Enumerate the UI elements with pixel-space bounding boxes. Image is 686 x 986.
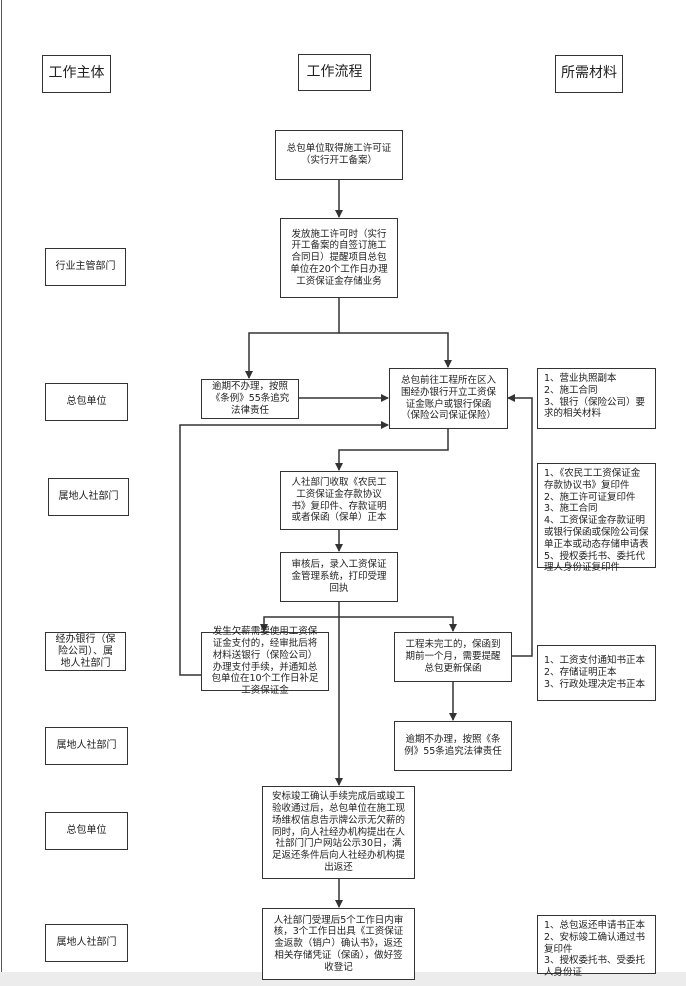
arrow-s4-s5 (335, 428, 449, 471)
arrow-s7-loop-s4 (179, 421, 389, 676)
materials-hr-collect: 1、《农民工工资保证金 存款协议书》复印件 2、施工许可证复印件 3、施工合同 … (537, 463, 656, 573)
materials-open-account: 1、营业执照副本 2、施工合同 3、银行（保险公司）要 求的相关材料 (537, 368, 656, 429)
page-border (1, 0, 2, 972)
subject-general-contractor-2: 总包单位 (45, 812, 128, 850)
arrow-s2-s4 (339, 332, 452, 368)
subject-local-hr-dept-3: 属地人社部门 (45, 924, 128, 962)
subject-industry-dept: 行业主管部门 (45, 248, 126, 286)
step-wage-arrears-payment: 发生欠薪需要使用工资保 证金支付的，经审批后将 材料送银行（保险公司） 办理支付… (201, 626, 329, 696)
header-materials: 所需材料 (555, 55, 623, 93)
arrow-s6-s8 (339, 616, 457, 632)
materials-payment: 1、工资支付通知书正本 2、存储证明正本 3、行政处理决定书正本 (537, 645, 656, 701)
subject-bank-hr: 经办银行（保 险公司）、属 地人社部门 (45, 632, 126, 671)
header-process: 工作流程 (298, 54, 371, 91)
step-review-register: 审核后，录入工资保证 金管理系统，打印受理 回执 (280, 552, 398, 602)
subject-general-contractor: 总包单位 (45, 383, 128, 421)
subject-local-hr-dept-2: 属地人社部门 (45, 727, 128, 765)
step-apply-return: 安标竣工确认手续完成后或竣工 验收通过后，总包单位在施工现 场维权信息告示牌公示… (262, 786, 415, 879)
step-remind-deposit: 发放施工许可时（实行 开工备案的自签订施工 合同日）提醒项目总包 单位在20个工… (280, 218, 398, 298)
step-open-account: 总包前往工程所在区入 围经办银行开立工资保 证金账户或银行保函 （保险公司保证保… (389, 368, 508, 429)
subject-local-hr-dept: 属地人社部门 (48, 478, 129, 516)
step-overdue-liability: 逾期不办理，按照 《条例》55条追究 法律责任 (201, 379, 299, 419)
step-renew-guarantee: 工程未完工的，保函到 期前一个月，需要提醒 总包更新保函 (394, 632, 512, 682)
arrow-s6-s7 (260, 601, 340, 632)
step-collect-docs: 人社部门收取《农民工 工资保证金存款协议 书》复印件、存款证明 或者保函（保单）… (280, 471, 398, 530)
step-return-confirm: 人社部门受理后5个工作日内审 核，3个工作日出具《工资保证 金返款（销户）确认书… (262, 908, 415, 980)
arrow-s2-split (245, 297, 340, 379)
header-subject: 工作主体 (42, 55, 111, 93)
materials-return: 1、总包返还申请书正本 2、安标竣工确认通过书 复印件 3、授权委托书、受委托 … (537, 915, 656, 978)
arrow-s8-loop-s4 (507, 394, 533, 657)
step-obtain-permit: 总包单位取得施工许可证 （实行开工备案） (275, 130, 403, 180)
step-overdue-liability-2: 逾期不办理，按照《条 例》55条追究法律责任 (394, 721, 512, 771)
